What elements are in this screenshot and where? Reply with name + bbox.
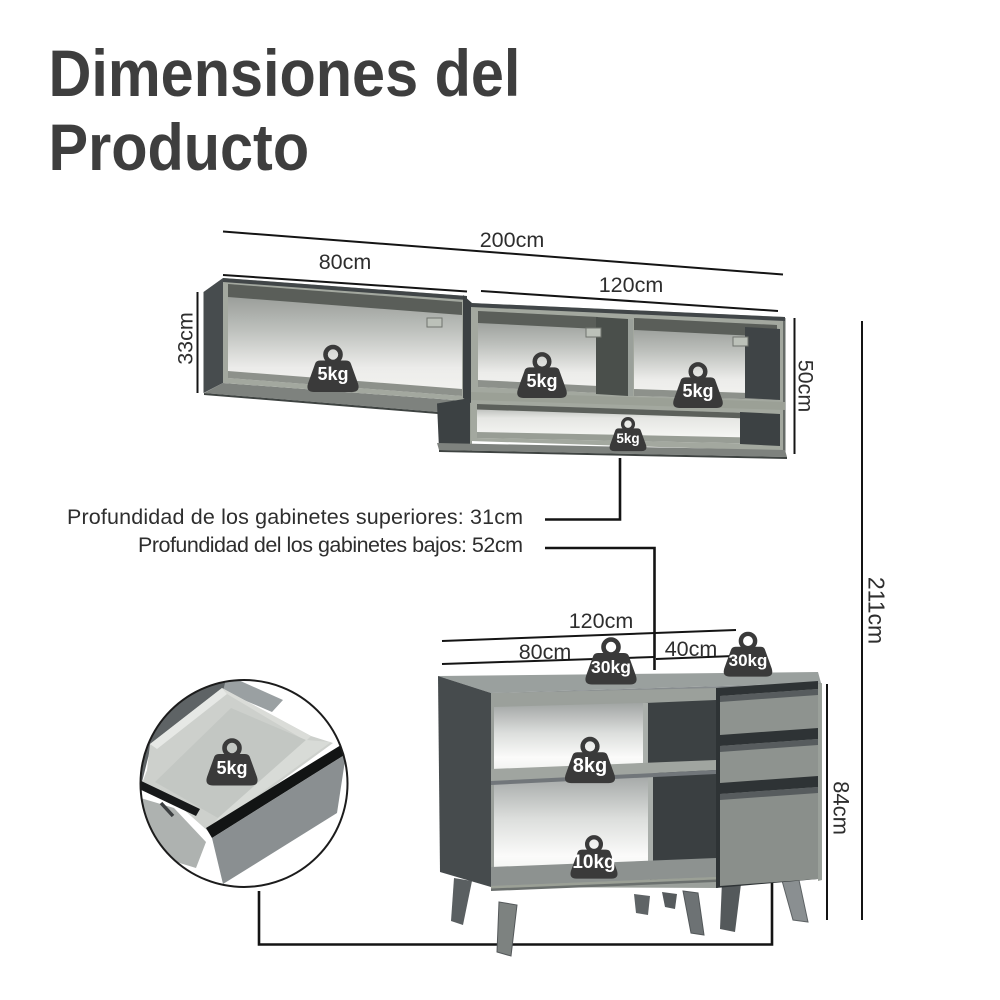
svg-text:33cm: 33cm (174, 312, 198, 365)
svg-text:5kg: 5kg (682, 381, 713, 401)
svg-text:30kg: 30kg (729, 651, 768, 670)
svg-text:211cm: 211cm (864, 577, 890, 644)
svg-text:40cm: 40cm (665, 637, 718, 661)
svg-text:80cm: 80cm (319, 250, 372, 274)
svg-text:Producto: Producto (49, 111, 310, 185)
svg-text:30kg: 30kg (591, 657, 631, 677)
svg-text:120cm: 120cm (569, 609, 634, 633)
svg-text:10kg: 10kg (572, 852, 615, 873)
svg-text:Dimensiones del: Dimensiones del (49, 37, 521, 111)
svg-text:Profundidad de los gabinetes s: Profundidad de los gabinetes superiores:… (67, 505, 523, 529)
svg-text:84cm: 84cm (829, 781, 854, 835)
svg-text:Profundidad del los gabinetes: Profundidad del los gabinetes bajos: 52c… (138, 533, 523, 557)
svg-text:5kg: 5kg (317, 364, 348, 384)
svg-text:8kg: 8kg (573, 755, 607, 777)
svg-text:5kg: 5kg (216, 758, 247, 778)
svg-text:5kg: 5kg (616, 431, 639, 446)
svg-text:5kg: 5kg (526, 371, 557, 391)
svg-text:50cm: 50cm (794, 360, 818, 413)
svg-text:80cm: 80cm (519, 640, 572, 664)
svg-text:120cm: 120cm (599, 273, 664, 297)
svg-text:200cm: 200cm (480, 228, 545, 252)
